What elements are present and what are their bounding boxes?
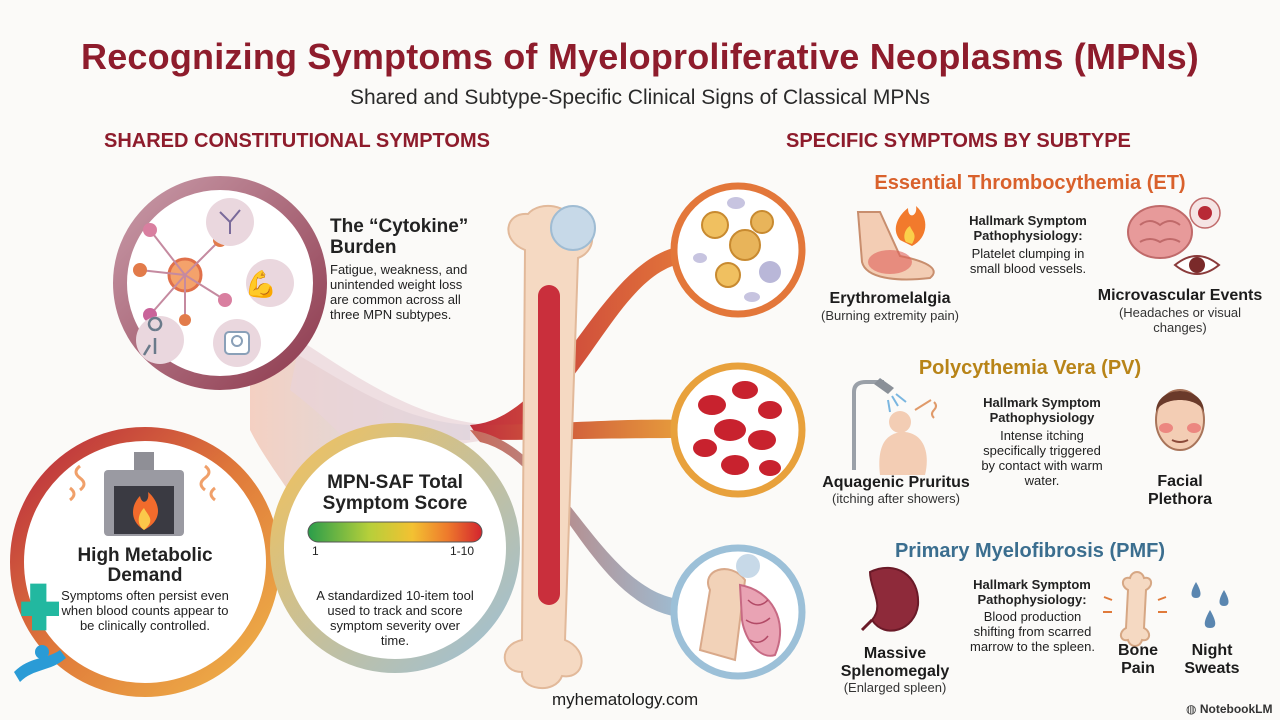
sweat-drops-icon xyxy=(1191,582,1229,628)
et-title: Essential Thrombocythemia (ET) xyxy=(874,172,1186,194)
brain-icon xyxy=(1127,197,1221,259)
cytokine-block: The “Cytokine” Burden Fatigue, weakness,… xyxy=(330,216,490,322)
score-gradient-bar xyxy=(307,521,483,543)
cytokine-network-icon xyxy=(133,223,232,326)
muscle-icon xyxy=(246,259,294,307)
bone-marrow-fibrosis-icon xyxy=(698,554,781,662)
pv-title: Polycythemia Vera (PV) xyxy=(918,357,1142,379)
page-title: Recognizing Symptoms of Myeloproliferati… xyxy=(81,36,1199,77)
section-heading-shared: SHARED CONSTITUTIONAL SYMPTOMS xyxy=(104,130,490,152)
et-patho-text: Platelet clumping in small blood vessels… xyxy=(969,246,1087,276)
pmf-patho-text: Blood production shifting from scarred m… xyxy=(969,609,1095,654)
pv-symptom1-name: Aquagenic Pruritus xyxy=(822,474,970,491)
spleen-icon xyxy=(860,566,920,632)
shower-icon xyxy=(852,378,937,475)
section-heading-subtype: SPECIFIC SYMPTOMS BY SUBTYPE xyxy=(786,130,1131,152)
pmf-hallmark-label: Hallmark Symptom Pathophysiology: xyxy=(973,577,1091,607)
weakness-icon xyxy=(136,316,184,364)
et-symptom1-name: Erythromelalgia xyxy=(829,290,951,307)
pmf-symptom2-name: Bone Pain xyxy=(1118,642,1158,677)
notebook-icon: ◍ xyxy=(1186,702,1197,716)
pv-symptom1-sub: (itching after showers) xyxy=(832,491,960,506)
site-logo xyxy=(14,583,66,682)
pv-hallmark-label: Hallmark Symptom Pathophysiology xyxy=(983,395,1101,425)
eye-icon xyxy=(1173,255,1221,275)
red-blood-cells-icon xyxy=(693,381,782,476)
site-url[interactable]: myhematology.com xyxy=(552,690,699,709)
bone-pain-icon xyxy=(1103,571,1167,647)
bone-illustration xyxy=(503,204,596,690)
score-scale-min: 1 xyxy=(312,544,319,558)
metabolic-desc: Symptoms often persist even when blood c… xyxy=(61,588,229,633)
et-hallmark-label: Hallmark Symptom Pathophysiology: xyxy=(969,213,1087,243)
et-symptom1-sub: (Burning extremity pain) xyxy=(821,308,959,323)
score-title: MPN-SAF Total Symptom Score xyxy=(322,472,468,514)
platelets-icon xyxy=(693,197,781,302)
pmf-title: Primary Myelofibrosis (PMF) xyxy=(894,540,1166,562)
svg-text:💪: 💪 xyxy=(245,269,277,300)
burning-foot-icon xyxy=(856,206,935,281)
fireplace-icon xyxy=(69,452,216,536)
metabolic-title: High Metabolic Demand xyxy=(77,545,213,586)
pmf-symptom3-name: Night Sweats xyxy=(1184,642,1240,677)
cytokine-desc: Fatigue, weakness, and unintended weight… xyxy=(330,262,468,322)
page-subtitle: Shared and Subtype-Specific Clinical Sig… xyxy=(349,86,931,109)
metabolic-block: High Metabolic Demand Symptoms often per… xyxy=(40,545,250,634)
cytokine-title: The “Cytokine” Burden xyxy=(330,216,469,258)
score-scale-max: 1-10 xyxy=(450,544,475,558)
pmf-symptom1-name: Massive Splenomegaly xyxy=(840,645,950,680)
score-desc: A standardized 10-item tool used to trac… xyxy=(316,588,474,648)
et-symptom2-sub: (Headaches or visual changes) xyxy=(1118,305,1242,335)
pv-symptom2-name: Facial Plethora xyxy=(1147,473,1212,508)
pv-patho-text: Intense itching specifically triggered b… xyxy=(981,428,1103,488)
flushed-face-icon xyxy=(1155,389,1205,451)
brand-credit: ◍ NotebookLM xyxy=(1186,702,1273,716)
pmf-symptom1-sub: (Enlarged spleen) xyxy=(843,680,947,695)
et-symptom2-name: Microvascular Events xyxy=(1097,287,1263,304)
